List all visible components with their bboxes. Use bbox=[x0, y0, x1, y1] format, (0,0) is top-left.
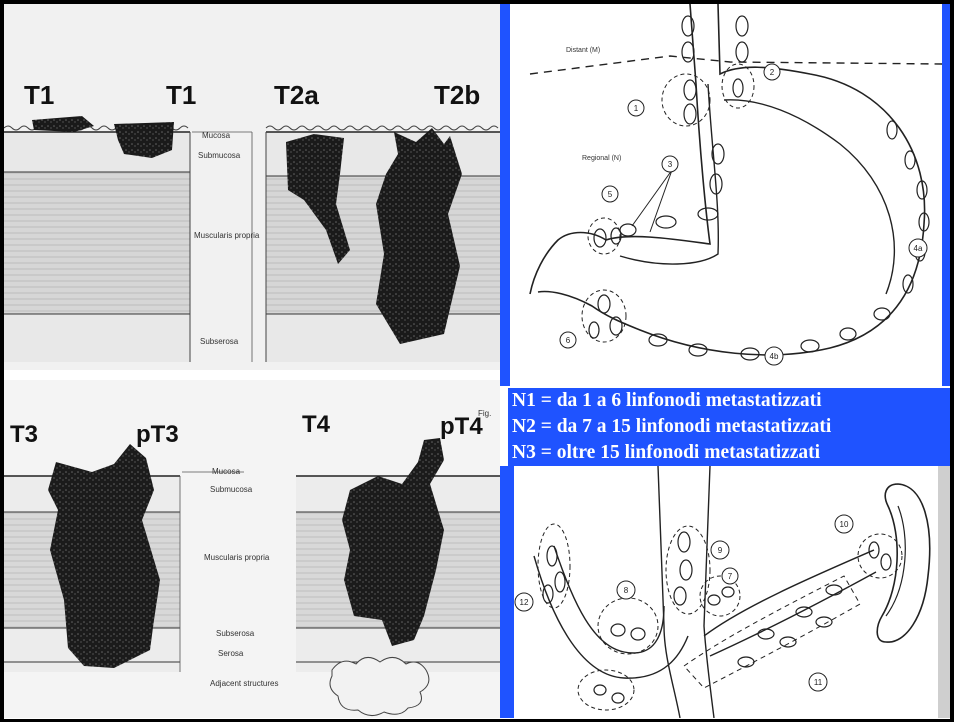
layer-subserosa-bottom: Subserosa bbox=[216, 629, 255, 638]
node-6-label: 6 bbox=[566, 336, 571, 345]
t3-t4-panel: T3 pT3 T4 pT4 Fig. Mucosa Submucosa Musc… bbox=[4, 380, 500, 718]
layer-muscularis-top: Muscularis propria bbox=[194, 231, 260, 240]
t1-t2-panel: T1 T1 T2a T2b Mucosa Submucosa Musculari… bbox=[4, 4, 500, 370]
node-12-label: 12 bbox=[520, 598, 529, 607]
adjacent-structures-shape bbox=[330, 657, 429, 715]
layer-subserosa-top: Subserosa bbox=[200, 337, 239, 346]
label-t1-right: T1 bbox=[166, 80, 196, 110]
fig-mark: Fig. bbox=[478, 409, 491, 418]
n2-definition: N2 = da 7 a 15 linfonodi metastatizzati bbox=[512, 416, 831, 438]
label-t3: T3 bbox=[10, 421, 38, 448]
celiac-nodes-diagram: 8 9 7 10 11 12 bbox=[514, 466, 950, 718]
stomach-nodes-panel: 1 2 3 4a 4b 5 6 Distant (M) Regional (N) bbox=[510, 4, 942, 386]
zone-distant-label: Distant (M) bbox=[566, 47, 600, 54]
node-9-label: 9 bbox=[718, 546, 723, 555]
layer-submucosa-top: Submucosa bbox=[198, 151, 241, 160]
label-t4: T4 bbox=[302, 411, 331, 438]
node-4b-label: 4b bbox=[770, 352, 779, 361]
tumor-t1-mucosa bbox=[32, 116, 94, 132]
stomach-nodes-diagram: 1 2 3 4a 4b 5 6 Distant (M) Regional (N) bbox=[510, 4, 942, 386]
label-t2a: T2a bbox=[274, 80, 319, 110]
frame-right bbox=[950, 0, 954, 722]
n3-definition: N3 = oltre 15 linfonodi metastatizzati bbox=[512, 442, 820, 464]
layer-adjacent-structures: Adjacent structures bbox=[210, 679, 278, 688]
label-t2b: T2b bbox=[434, 80, 480, 110]
t3-t4-illustration: T3 pT3 T4 pT4 Fig. Mucosa Submucosa Musc… bbox=[4, 380, 500, 718]
node-1-label: 1 bbox=[634, 104, 639, 113]
node-8-label: 8 bbox=[624, 586, 629, 595]
layer-muscularis-bottom: Muscularis propria bbox=[204, 553, 270, 562]
label-t1-left: T1 bbox=[24, 80, 54, 110]
node-5-label: 5 bbox=[608, 190, 613, 199]
label-pt3: pT3 bbox=[136, 421, 179, 448]
frame-top bbox=[0, 0, 954, 4]
node-7-label: 7 bbox=[728, 572, 733, 581]
node-3-label: 3 bbox=[668, 160, 673, 169]
node-10-label: 10 bbox=[840, 520, 849, 529]
layer-mucosa-top: Mucosa bbox=[202, 131, 231, 140]
layer-submucosa-bottom: Submucosa bbox=[210, 485, 253, 494]
blue-bar-left-bottom bbox=[500, 466, 514, 718]
t1-t2-illustration: T1 T1 T2a T2b Mucosa Submucosa Musculari… bbox=[4, 4, 500, 370]
n1-definition: N1 = da 1 a 6 linfonodi metastatizzati bbox=[512, 390, 822, 412]
layer-serosa-bottom: Serosa bbox=[218, 649, 244, 658]
node-4a-label: 4a bbox=[914, 244, 923, 253]
celiac-nodes-panel: 8 9 7 10 11 12 bbox=[514, 466, 950, 718]
zone-regional-label: Regional (N) bbox=[582, 155, 621, 162]
frame-left bbox=[0, 0, 4, 722]
layer-mucosa-bottom: Mucosa bbox=[212, 467, 241, 476]
label-pt4: pT4 bbox=[440, 413, 483, 440]
blue-bar-left-top bbox=[500, 4, 510, 386]
node-11-label: 11 bbox=[814, 678, 823, 687]
node-2-label: 2 bbox=[770, 68, 775, 77]
